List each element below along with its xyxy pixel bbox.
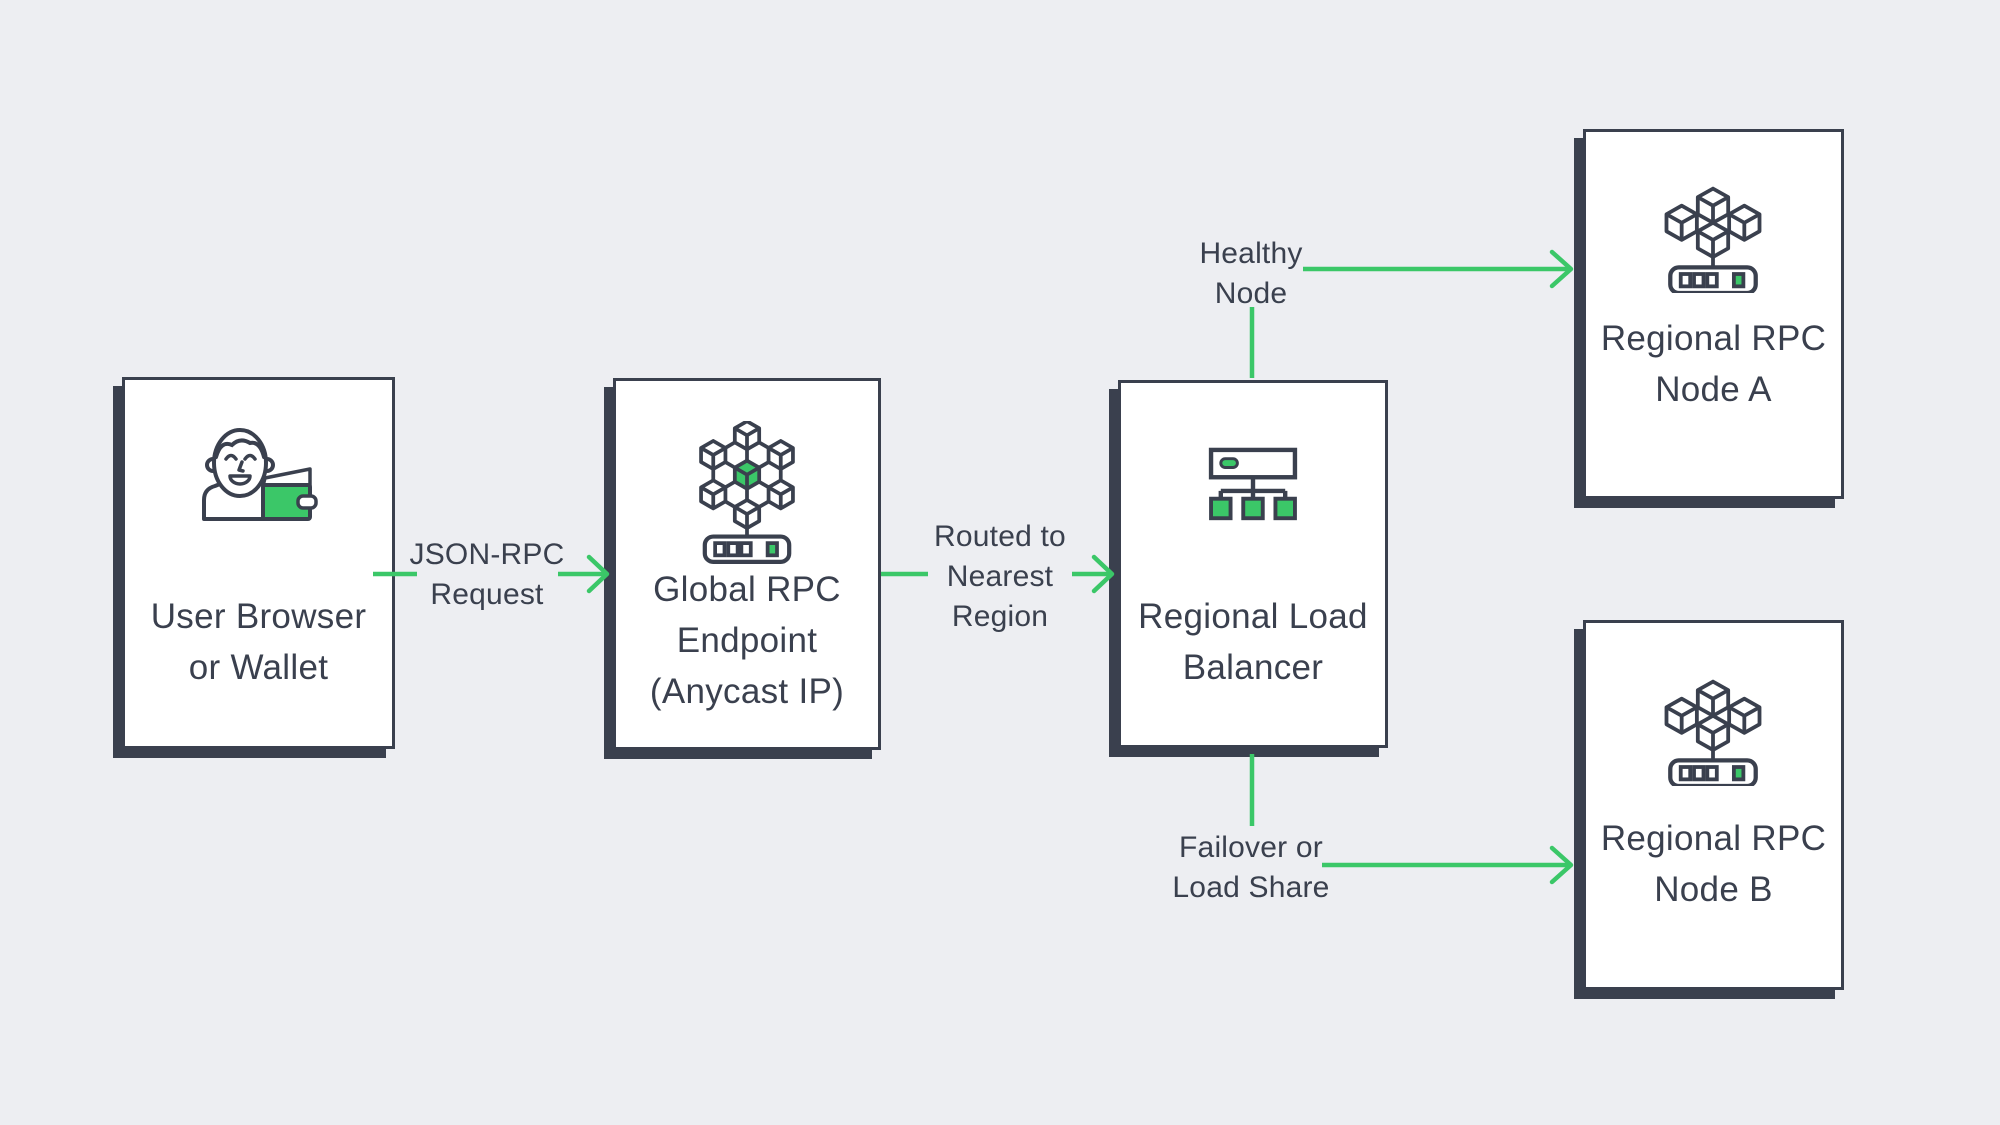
edge-label-routed: Routed to Nearest Region xyxy=(900,517,1100,637)
node-label-line: User Browser xyxy=(150,597,367,636)
load-balancer-icon xyxy=(1208,447,1298,521)
node-cluster-server-icon xyxy=(1664,679,1762,786)
node-user-browser: User Browser or Wallet xyxy=(122,377,395,749)
node-label-line: Endpoint xyxy=(676,621,818,660)
node-label-line: Balancer xyxy=(1182,648,1324,687)
edge-label-line: Nearest xyxy=(946,560,1054,593)
node-global-endpoint: Global RPC Endpoint (Anycast IP) xyxy=(613,378,881,750)
node-label: Regional RPC Node B xyxy=(1586,813,1841,915)
edge-label-line: Node xyxy=(1214,277,1288,310)
global-network-server-icon xyxy=(699,421,795,564)
node-regional-lb: Regional Load Balancer xyxy=(1118,380,1388,748)
node-label-line: Global RPC xyxy=(653,570,841,609)
node-label-line: or Wallet xyxy=(188,648,329,687)
node-label: Global RPC Endpoint (Anycast IP) xyxy=(616,564,878,717)
node-rpc-a: Regional RPC Node A xyxy=(1583,129,1844,499)
edge-label-line: Load Share xyxy=(1172,871,1330,904)
node-label-line: Regional RPC xyxy=(1600,319,1827,358)
node-label: User Browser or Wallet xyxy=(125,591,392,693)
node-label-line: Node A xyxy=(1655,370,1772,409)
user-wallet-icon xyxy=(202,428,318,521)
node-label-line: (Anycast IP) xyxy=(649,672,845,711)
edge-label-failover: Failover or Load Share xyxy=(1141,828,1361,908)
edge-label-line: Routed to xyxy=(934,520,1066,553)
node-label: Regional RPC Node A xyxy=(1586,313,1841,415)
edge-label-line: Region xyxy=(951,600,1049,633)
node-label-line: Regional RPC xyxy=(1600,819,1827,858)
node-cluster-server-icon xyxy=(1664,186,1762,293)
node-label: Regional Load Balancer xyxy=(1121,591,1385,693)
edge-label-json-rpc: JSON-RPC Request xyxy=(387,535,587,615)
edge-label-line: Failover or xyxy=(1179,831,1323,864)
edge-label-line: Request xyxy=(430,578,544,611)
edge-label-healthy-node: Healthy Node xyxy=(1151,234,1351,314)
node-label-line: Node B xyxy=(1654,870,1773,909)
edge-label-line: JSON-RPC xyxy=(409,538,565,571)
node-label-line: Regional Load xyxy=(1138,597,1368,636)
node-rpc-b: Regional RPC Node B xyxy=(1583,620,1844,990)
edge-label-line: Healthy xyxy=(1199,237,1303,270)
